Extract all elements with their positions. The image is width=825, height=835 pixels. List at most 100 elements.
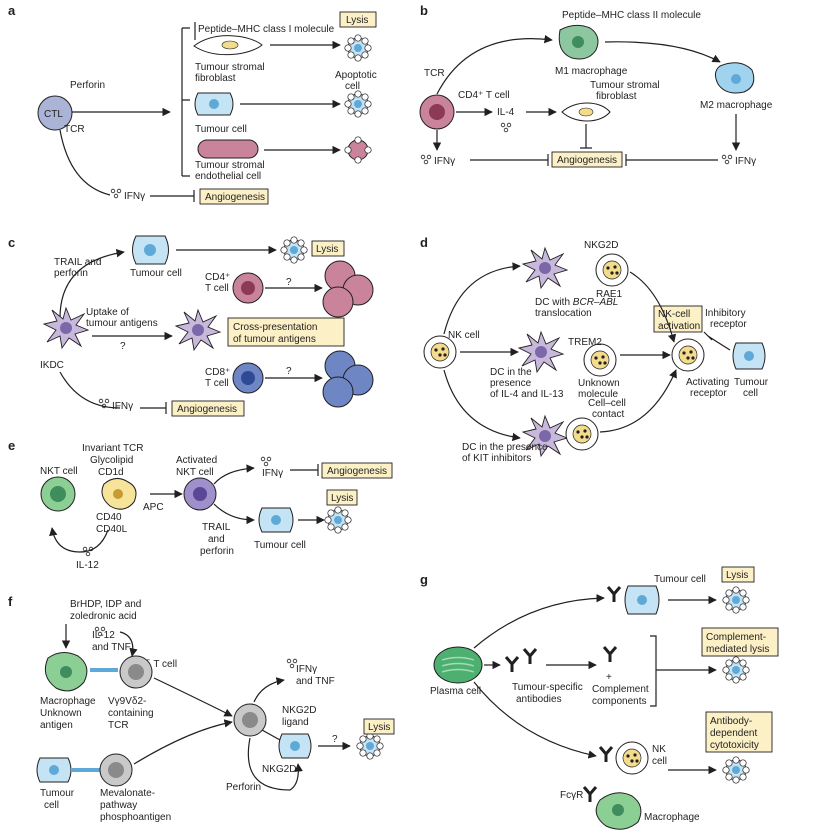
nk-label-g1: NK <box>652 744 666 755</box>
il12-label-e: IL-12 <box>76 560 99 571</box>
panel-d: d NK cell NKG2D RAE1 DC with BCR–ABL tra… <box>420 235 769 464</box>
tumour-cell-a <box>194 92 234 116</box>
tumour-label-d1: Tumour <box>734 377 769 388</box>
adcc-label-2: dependent <box>710 728 757 739</box>
fibroblast-cell-b <box>561 102 611 122</box>
antibody-icon-3 <box>522 647 538 666</box>
panel-f-label: f <box>8 594 13 609</box>
tumour-cell-d <box>732 342 766 370</box>
lysis-box-g <box>721 566 755 583</box>
tcr-label-b: TCR <box>424 68 445 79</box>
ifng-label-b-right: IFNγ <box>735 156 756 167</box>
pmhc2-label: Peptide–MHC class II molecule <box>562 10 701 21</box>
nk-activation-label-1: NK-cell <box>658 309 690 320</box>
drugs-label-1: BrHDP, IDP and <box>70 599 141 610</box>
tumour-cell-e <box>258 507 294 533</box>
complement-lysis-box <box>701 627 779 657</box>
panel-c-label: c <box>8 235 15 250</box>
nkg2d-ligand-label-2: ligand <box>282 717 309 728</box>
vg-label-3: TCR <box>108 720 129 731</box>
lysis-label-f: Lysis <box>368 722 390 733</box>
perforin-label: Perforin <box>70 80 105 91</box>
panel-g: g Plasma cell Tumour cell Lysis Tumour-s… <box>420 566 779 830</box>
perforin-label-f: Perforin <box>226 782 261 793</box>
activated-nkt-cell <box>183 477 217 511</box>
rae1-label: RAE1 <box>596 289 623 300</box>
cd4-label-b: CD4⁺ T cell <box>458 90 510 101</box>
panel-d-label: d <box>420 235 428 250</box>
activated-label-1: Activated <box>176 455 217 466</box>
cd4-label-c2: T cell <box>205 283 229 294</box>
nk-cell-trem2-icon <box>583 343 617 377</box>
cd4-clones <box>322 260 374 318</box>
tumour-cell-label-a: Tumour cell <box>195 124 247 135</box>
lysis-label-e: Lysis <box>331 493 353 504</box>
ikdc-icon <box>43 307 89 349</box>
presenting-dc-icon <box>175 309 221 351</box>
m1-macrophage <box>558 24 599 60</box>
dc-bcr-label-2: translocation <box>535 308 592 319</box>
cd4-question: ? <box>286 277 292 288</box>
gd-t-cell-f <box>119 655 153 689</box>
tumour-label-d2: cell <box>743 388 758 399</box>
angiogenesis-box-a <box>199 188 269 205</box>
lysis-box-f <box>363 718 395 735</box>
fibroblast-label-2: fibroblast <box>195 73 236 84</box>
angiogenesis-label-e: Angiogenesis <box>327 466 387 477</box>
panel-e: e Invariant TCR Glycolipid CD1d NKT cell… <box>8 438 393 571</box>
ifng-label-b-left: IFNγ <box>434 156 455 167</box>
nk-cell-rae1-icon <box>595 253 629 287</box>
complement-lysis-label-1: Complement- <box>706 632 766 643</box>
ifng-dots-e <box>260 456 272 467</box>
dc-il4-label-1: DC in the <box>490 367 532 378</box>
lysed-tumour-icon-e <box>324 506 352 534</box>
macrophage-label-g: Macrophage <box>644 812 700 823</box>
ctl-label: CTL <box>44 109 63 120</box>
antibodies-label-1: Tumour-specific <box>512 682 583 693</box>
nkt-cell-label: NKT cell <box>40 466 78 477</box>
lysed-tumour-icon-c <box>280 236 308 264</box>
tumour-cell-label-c: Tumour cell <box>130 268 182 279</box>
apoptotic-cell-icon <box>344 34 372 62</box>
plasma-cell <box>433 646 483 684</box>
cd4-t-cell-b <box>419 94 455 130</box>
cd8-clones <box>322 350 374 408</box>
lysed-tumour-icon-g3 <box>722 756 750 784</box>
fcgr-label: FcγR <box>560 790 583 801</box>
fibroblast-label-b2: fibroblast <box>596 91 637 102</box>
panel-b: b Peptide–MHC class II molecule M1 macro… <box>419 3 773 168</box>
contact-label-1: Cell–cell <box>588 398 626 409</box>
fibroblast-label-b1: Tumour stromal <box>590 80 660 91</box>
complement-label-2: components <box>592 696 646 707</box>
cross-label-1: Cross-presentation <box>233 322 317 333</box>
dc-bcr-label-1: DC with BCR–ABL <box>535 297 618 308</box>
ifng-dots-b-right <box>721 154 733 165</box>
m2-label: M2 macrophage <box>700 100 773 111</box>
uptake-question: ? <box>120 341 126 352</box>
m1-label: M1 macrophage <box>555 66 628 77</box>
unknown-antigen-label-2: antigen <box>40 720 73 731</box>
cross-label-2: of tumour antigens <box>233 334 316 345</box>
lysis-box-c <box>311 240 345 257</box>
plus-sign: + <box>606 672 612 683</box>
glycolipid-label: Glycolipid <box>90 455 133 466</box>
nk-cell-label-d: NK cell <box>448 330 480 341</box>
cd8-question: ? <box>286 366 292 377</box>
fibroblast-cell <box>193 35 263 56</box>
lysis-label-g: Lysis <box>726 570 748 581</box>
uptake-label-2: tumour antigens <box>86 318 158 329</box>
inhibitory-label-2: receptor <box>710 319 747 330</box>
gd-t-cell-f2 <box>99 753 133 787</box>
angiogenesis-label-b: Angiogenesis <box>557 155 617 166</box>
activating-label-1: Activating <box>686 377 729 388</box>
apoptotic-label-1: Apoptotic <box>335 70 377 81</box>
ifng-label-f1: IFNγ <box>296 664 317 675</box>
il4-label: IL-4 <box>497 107 515 118</box>
apoptotic-label-2: cell <box>345 81 360 92</box>
lysed-tumour-icon-a <box>344 90 372 118</box>
endothelial-label-1: Tumour stromal <box>195 160 265 171</box>
angiogenesis-box-e <box>321 462 393 479</box>
gd-t-cell-label: γδ T cell <box>140 659 177 670</box>
angiogenesis-label-a: Angiogenesis <box>205 192 265 203</box>
fibroblast-label-1: Tumour stromal <box>195 62 265 73</box>
